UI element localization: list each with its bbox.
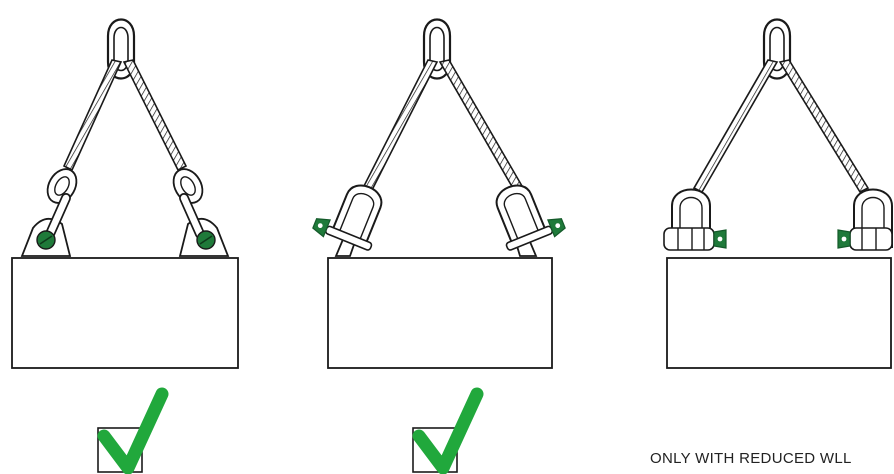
wire-rope-leg-right bbox=[122, 59, 188, 172]
panel-left bbox=[11, 18, 239, 474]
lifting-lug-right bbox=[178, 193, 230, 257]
shackle-right bbox=[837, 188, 893, 251]
wire-rope-leg-right bbox=[778, 59, 870, 194]
shackle-left bbox=[663, 188, 727, 251]
check-icon bbox=[97, 387, 169, 474]
lifting-lug-left bbox=[20, 193, 72, 257]
load-box bbox=[11, 257, 239, 369]
load-box bbox=[666, 257, 892, 369]
wire-rope-leg-left bbox=[692, 59, 779, 194]
wire-rope-leg-left bbox=[62, 59, 123, 172]
panel-middle bbox=[312, 18, 566, 474]
reduced-wll-caption: ONLY WITH REDUCED WLL bbox=[650, 450, 852, 467]
shackle-left bbox=[312, 184, 383, 251]
thimble-left bbox=[46, 168, 78, 204]
panel-right bbox=[663, 18, 893, 369]
wire-rope-leg-right bbox=[438, 59, 524, 192]
wire-rope-leg-left bbox=[362, 59, 439, 192]
shackle-right bbox=[495, 184, 566, 251]
check-icon bbox=[412, 387, 484, 474]
load-box bbox=[327, 257, 553, 369]
